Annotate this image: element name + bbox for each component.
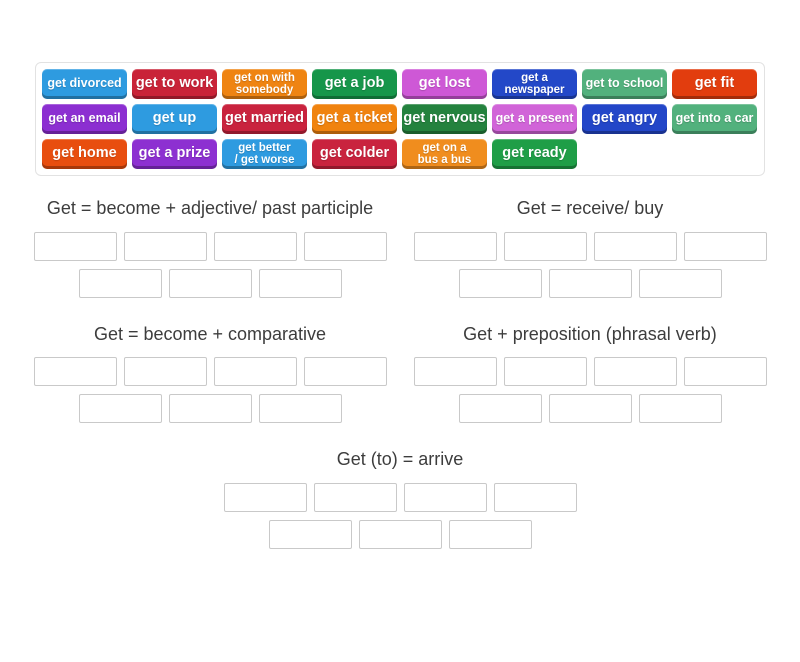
slot-row (20, 231, 400, 261)
answer-slot[interactable] (448, 519, 532, 549)
slot-row (400, 357, 780, 387)
answer-slot[interactable] (303, 231, 387, 261)
answer-slot[interactable] (458, 268, 542, 298)
answer-slot[interactable] (168, 394, 252, 424)
slot-row (20, 482, 780, 512)
answer-slot[interactable] (683, 231, 767, 261)
answer-slot[interactable] (123, 357, 207, 387)
group-title: Get (to) = arrive (336, 449, 464, 470)
answer-slot[interactable] (78, 394, 162, 424)
answer-slot[interactable] (33, 357, 117, 387)
category-group-2: Get = receive/ buy (400, 198, 780, 306)
category-group-4: Get + preposition (phrasal verb) (400, 324, 780, 432)
word-chip-get-nervous[interactable]: get nervous (402, 104, 487, 134)
answer-slot[interactable] (258, 394, 342, 424)
word-chip-get-lost[interactable]: get lost (402, 69, 487, 99)
word-chip-get-on-a-bus-a-bus[interactable]: get on a bus a bus (402, 139, 487, 169)
category-group-5: Get (to) = arrive (20, 449, 780, 557)
slot-row (400, 231, 780, 261)
word-chip-get-a-newspaper[interactable]: get a newspaper (492, 69, 577, 99)
answer-slot[interactable] (413, 231, 497, 261)
word-chip-get-divorced[interactable]: get divorced (42, 69, 127, 99)
answer-slot[interactable] (593, 357, 677, 387)
answer-slot[interactable] (593, 231, 677, 261)
answer-slot[interactable] (303, 357, 387, 387)
word-chip-get-better-get-worse[interactable]: get better / get worse (222, 139, 307, 169)
category-group-3: Get = become + comparative (20, 324, 400, 432)
category-groups: Get = become + adjective/ past participl… (20, 198, 780, 557)
slot-row (400, 268, 780, 298)
answer-slot[interactable] (503, 357, 587, 387)
word-chip-get-to-work[interactable]: get to work (132, 69, 217, 99)
answer-slot[interactable] (78, 268, 162, 298)
word-chip-get-up[interactable]: get up (132, 104, 217, 134)
word-chip-get-angry[interactable]: get angry (582, 104, 667, 134)
answer-slot[interactable] (168, 268, 252, 298)
word-chip-get-an-email[interactable]: get an email (42, 104, 127, 134)
answer-slot[interactable] (683, 357, 767, 387)
word-chip-get-ready[interactable]: get ready (492, 139, 577, 169)
word-chip-get-colder[interactable]: get colder (312, 139, 397, 169)
slot-row (400, 394, 780, 424)
word-chip-get-on-with-somebody[interactable]: get on with somebody (222, 69, 307, 99)
slot-row (20, 268, 400, 298)
answer-slot[interactable] (223, 482, 307, 512)
word-chip-get-fit[interactable]: get fit (672, 69, 757, 99)
word-chip-get-a-ticket[interactable]: get a ticket (312, 104, 397, 134)
answer-slot[interactable] (493, 482, 577, 512)
answer-slot[interactable] (268, 519, 352, 549)
word-chip-get-home[interactable]: get home (42, 139, 127, 169)
answer-slot[interactable] (358, 519, 442, 549)
slot-row (20, 394, 400, 424)
answer-slot[interactable] (413, 357, 497, 387)
answer-slot[interactable] (638, 268, 722, 298)
answer-slot[interactable] (313, 482, 397, 512)
slot-row (20, 519, 780, 549)
answer-slot[interactable] (213, 357, 297, 387)
answer-slot[interactable] (548, 268, 632, 298)
answer-slot[interactable] (458, 394, 542, 424)
answer-slot[interactable] (123, 231, 207, 261)
answer-slot[interactable] (403, 482, 487, 512)
answer-slot[interactable] (638, 394, 722, 424)
word-chip-get-a-prize[interactable]: get a prize (132, 139, 217, 169)
word-chip-get-married[interactable]: get married (222, 104, 307, 134)
word-chip-get-a-job[interactable]: get a job (312, 69, 397, 99)
answer-slot[interactable] (33, 231, 117, 261)
word-chip-get-into-a-car[interactable]: get into a car (672, 104, 757, 134)
answer-slot[interactable] (503, 231, 587, 261)
category-group-1: Get = become + adjective/ past participl… (20, 198, 400, 306)
word-chip-get-a-present[interactable]: get a present (492, 104, 577, 134)
group-title: Get = become + comparative (93, 323, 327, 344)
answer-slot[interactable] (258, 268, 342, 298)
answer-slot[interactable] (548, 394, 632, 424)
answer-slot[interactable] (213, 231, 297, 261)
word-chip-get-to-school[interactable]: get to school (582, 69, 667, 99)
group-title: Get + preposition (phrasal verb) (463, 323, 717, 344)
slot-row (20, 357, 400, 387)
group-title: Get = become + adjective/ past participl… (46, 198, 374, 218)
group-title: Get = receive/ buy (516, 198, 664, 218)
